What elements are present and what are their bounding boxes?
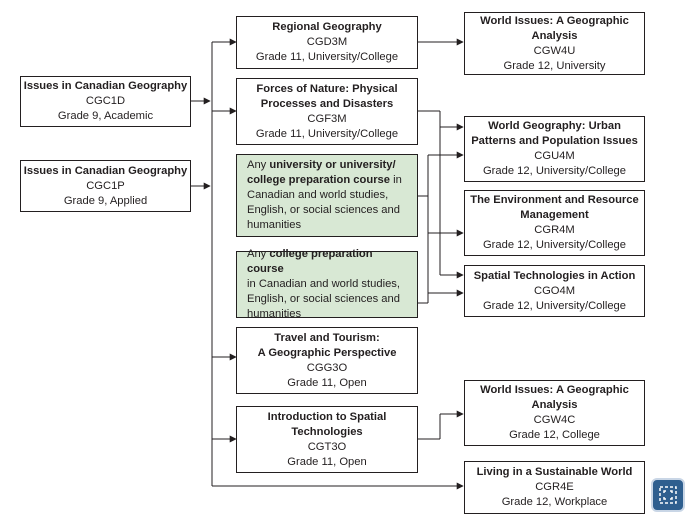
course-code: CGW4C xyxy=(533,414,576,426)
prep-text-bold: college preparation course xyxy=(247,248,373,275)
course-cgf3m: Forces of Nature: Physical Processes and… xyxy=(236,78,418,145)
course-grade: Grade 9, Academic xyxy=(57,110,154,122)
course-code: CGR4M xyxy=(534,224,575,236)
course-code: CGW4U xyxy=(533,44,576,57)
course-code: CGC1D xyxy=(85,95,126,107)
prep-text-bold: college preparation course xyxy=(247,174,390,186)
course-title-line1: World Issues: A Geographic xyxy=(480,384,629,396)
prep-line3: Canadian and world studies, xyxy=(247,189,389,201)
course-title-line2: Technologies xyxy=(291,425,363,438)
course-title-line1: World Issues: A Geographic xyxy=(480,14,629,27)
course-title-line1: Forces of Nature: Physical xyxy=(256,82,398,95)
prep-text: in xyxy=(390,174,402,186)
course-code: CGO4M xyxy=(533,284,576,297)
course-title-line2: Analysis xyxy=(531,29,578,42)
course-title-line2: Processes and Disasters xyxy=(260,97,394,110)
course-cgu4m: World Geography: Urban Patterns and Popu… xyxy=(464,116,645,182)
course-title-line2: Management xyxy=(520,209,589,221)
course-grade: Grade 12, College xyxy=(509,429,600,441)
course-code: CGU4M xyxy=(534,150,575,162)
expand-icon xyxy=(659,486,677,504)
course-title-line1: The Environment and Resource xyxy=(470,194,639,206)
prep-text: Any xyxy=(247,159,270,171)
course-title: Living in a Sustainable World xyxy=(476,466,633,478)
prep-text-bold: university or university/ xyxy=(269,159,396,171)
course-cgt3o: Introduction to Spatial Technologies CGT… xyxy=(236,406,418,473)
course-code: CGC1P xyxy=(86,179,125,192)
prep-line5: humanities xyxy=(247,219,302,231)
prep-text: Any xyxy=(247,248,270,260)
course-title: Spatial Technologies in Action xyxy=(473,269,636,282)
course-grade: Grade 12, Workplace xyxy=(501,496,608,508)
course-grade: Grade 11, Open xyxy=(287,376,367,389)
course-grade: Grade 9, Applied xyxy=(63,194,148,207)
course-title-line2: A Geographic Perspective xyxy=(257,346,397,359)
course-cgw4c: World Issues: A Geographic Analysis CGW4… xyxy=(464,380,645,446)
course-grade: Grade 12, University xyxy=(503,59,606,72)
course-grade: Grade 11, Open xyxy=(287,455,367,468)
course-cgw4u: World Issues: A Geographic Analysis CGW4… xyxy=(464,12,645,75)
prep-line1: Any university or university/ xyxy=(247,158,396,173)
course-grade: Grade 12, University/College xyxy=(482,165,627,177)
course-grade: Grade 11, University/College xyxy=(255,51,399,63)
course-cgr4e: Living in a Sustainable World CGR4E Grad… xyxy=(464,461,645,514)
course-title: Issues in Canadian Geography xyxy=(23,80,188,92)
course-cgd3m: Regional Geography CGD3M Grade 11, Unive… xyxy=(236,16,418,69)
course-code: CGD3M xyxy=(306,36,348,48)
course-code: CGF3M xyxy=(307,112,347,125)
course-grade: Grade 11, University/College xyxy=(255,127,399,140)
prep-line4: English, or social sciences and xyxy=(247,204,400,216)
course-grade: Grade 12, University/College xyxy=(482,299,627,312)
expand-button[interactable] xyxy=(651,478,685,512)
prep-line4: humanities xyxy=(247,308,302,320)
course-cgg3o: Travel and Tourism: A Geographic Perspec… xyxy=(236,327,418,394)
prep-line2: college preparation course in xyxy=(247,173,402,188)
course-title: Regional Geography xyxy=(272,21,382,33)
course-cgr4m: The Environment and Resource Management … xyxy=(464,190,645,256)
course-code: CGT3O xyxy=(307,440,347,453)
prep-line2: in Canadian and world studies, xyxy=(247,278,400,290)
course-cgo4m: Spatial Technologies in Action CGO4M Gra… xyxy=(464,265,645,317)
prep-line3: English, or social sciences and xyxy=(247,293,400,305)
course-cgc1d: Issues in Canadian Geography CGC1D Grade… xyxy=(20,76,191,127)
course-code: CGR4E xyxy=(535,481,574,493)
course-code: CGG3O xyxy=(306,361,348,374)
course-title-line1: Introduction to Spatial xyxy=(267,410,387,423)
course-cgc1p: Issues in Canadian Geography CGC1P Grade… xyxy=(20,160,191,212)
course-title-line1: World Geography: Urban xyxy=(488,120,621,132)
course-title-line1: Travel and Tourism: xyxy=(274,331,380,344)
course-grade: Grade 12, University/College xyxy=(482,239,627,251)
course-title-line2: Analysis xyxy=(531,399,578,411)
college-prep-course-box: Any college preparation course in Canadi… xyxy=(236,248,418,320)
prep-line1: Any college preparation course xyxy=(247,247,411,277)
course-title-line2: Patterns and Population Issues xyxy=(471,135,638,147)
university-prep-course-box: Any university or university/ college pr… xyxy=(236,154,418,237)
course-title: Issues in Canadian Geography xyxy=(23,164,188,177)
